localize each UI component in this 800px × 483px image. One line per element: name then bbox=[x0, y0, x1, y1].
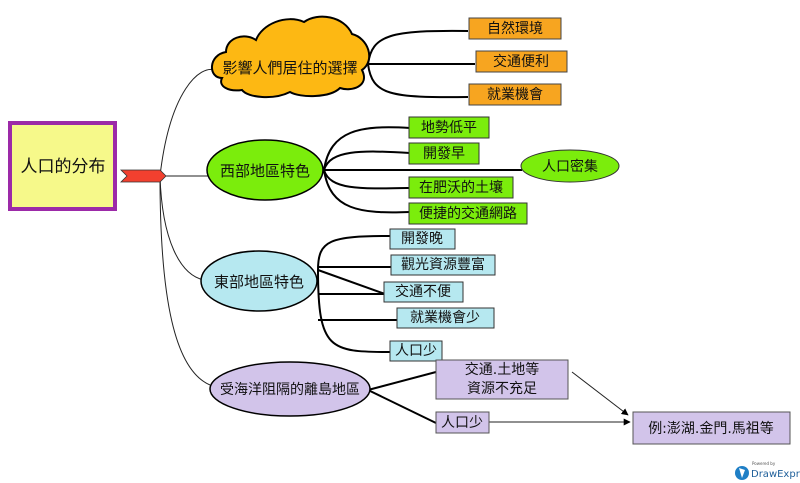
west-label: 西部地區特色 bbox=[220, 162, 310, 180]
east-item[interactable]: 交通不便 bbox=[383, 281, 464, 303]
ribbon-arrow-icon bbox=[120, 169, 167, 183]
factors-connectors bbox=[367, 29, 475, 99]
factors-cloud-node[interactable]: 影響人們居住的選擇 bbox=[211, 15, 371, 98]
svg-text:開發晚: 開發晚 bbox=[401, 231, 443, 247]
svg-text:觀光資源豐富: 觀光資源豐富 bbox=[401, 256, 485, 273]
west-connectors bbox=[323, 126, 522, 214]
islands-label: 受海洋阻隔的離島地區 bbox=[220, 381, 360, 398]
east-item[interactable]: 開發晚 bbox=[389, 228, 456, 250]
root-connectors bbox=[159, 68, 216, 386]
west-item[interactable]: 開發早 bbox=[408, 142, 480, 165]
svg-text:在肥沃的土壤: 在肥沃的土壤 bbox=[419, 179, 503, 196]
svg-text:地勢低平: 地勢低平 bbox=[421, 120, 477, 136]
svg-text:資源不充足: 資源不充足 bbox=[467, 381, 537, 397]
east-item[interactable]: 就業機會少 bbox=[396, 307, 495, 329]
east-item[interactable]: 觀光資源豐富 bbox=[390, 254, 496, 276]
connector-east bbox=[159, 175, 205, 281]
factor-item[interactable]: 就業機會 bbox=[468, 83, 562, 106]
svg-text:交通.土地等: 交通.土地等 bbox=[465, 361, 539, 378]
svg-text:Powered by: Powered by bbox=[752, 461, 776, 466]
svg-text:自然環境: 自然環境 bbox=[487, 20, 543, 37]
west-item[interactable]: 地勢低平 bbox=[408, 116, 490, 139]
east-connectors bbox=[317, 235, 398, 353]
connector-islands bbox=[159, 175, 211, 386]
drawexpress-watermark: Powered by DrawExpress bbox=[735, 461, 800, 480]
svg-text:人口少: 人口少 bbox=[441, 415, 483, 431]
svg-text:DrawExpress: DrawExpress bbox=[751, 469, 800, 480]
svg-text:交通便利: 交通便利 bbox=[493, 53, 549, 70]
root-label: 人口的分布 bbox=[21, 157, 106, 177]
west-item[interactable]: 便捷的交通網路 bbox=[408, 202, 528, 225]
svg-text:便捷的交通網路: 便捷的交通網路 bbox=[419, 205, 517, 222]
root-node[interactable] bbox=[8, 121, 117, 211]
svg-text:例:澎湖.金門.馬祖等: 例:澎湖.金門.馬祖等 bbox=[648, 420, 774, 437]
islands-connectors bbox=[367, 371, 631, 426]
east-item[interactable]: 人口少 bbox=[389, 340, 443, 362]
islands-node[interactable]: 受海洋阻隔的離島地區 bbox=[209, 361, 371, 417]
factor-item[interactable]: 交通便利 bbox=[475, 50, 568, 73]
svg-text:就業機會: 就業機會 bbox=[487, 87, 543, 103]
east-node[interactable]: 東部地區特色 bbox=[200, 250, 318, 312]
svg-text:人口密集: 人口密集 bbox=[542, 158, 598, 175]
islands-example-node[interactable]: 例:澎湖.金門.馬祖等 bbox=[632, 411, 791, 445]
svg-text:開發早: 開發早 bbox=[423, 146, 465, 162]
west-node[interactable]: 西部地區特色 bbox=[206, 139, 324, 201]
west-result-node[interactable]: 人口密集 bbox=[520, 149, 620, 183]
west-item[interactable]: 在肥沃的土壤 bbox=[408, 176, 514, 199]
islands-item[interactable]: 交通.土地等 資源不充足 bbox=[435, 359, 569, 400]
svg-text:就業機會少: 就業機會少 bbox=[410, 310, 480, 326]
east-label: 東部地區特色 bbox=[214, 273, 304, 291]
factor-item[interactable]: 自然環境 bbox=[468, 17, 562, 40]
islands-item[interactable]: 人口少 bbox=[435, 411, 490, 434]
svg-text:人口少: 人口少 bbox=[395, 343, 437, 359]
connector-factors bbox=[159, 68, 216, 177]
svg-text:交通不便: 交通不便 bbox=[395, 283, 451, 300]
factors-label: 影響人們居住的選擇 bbox=[222, 59, 357, 77]
